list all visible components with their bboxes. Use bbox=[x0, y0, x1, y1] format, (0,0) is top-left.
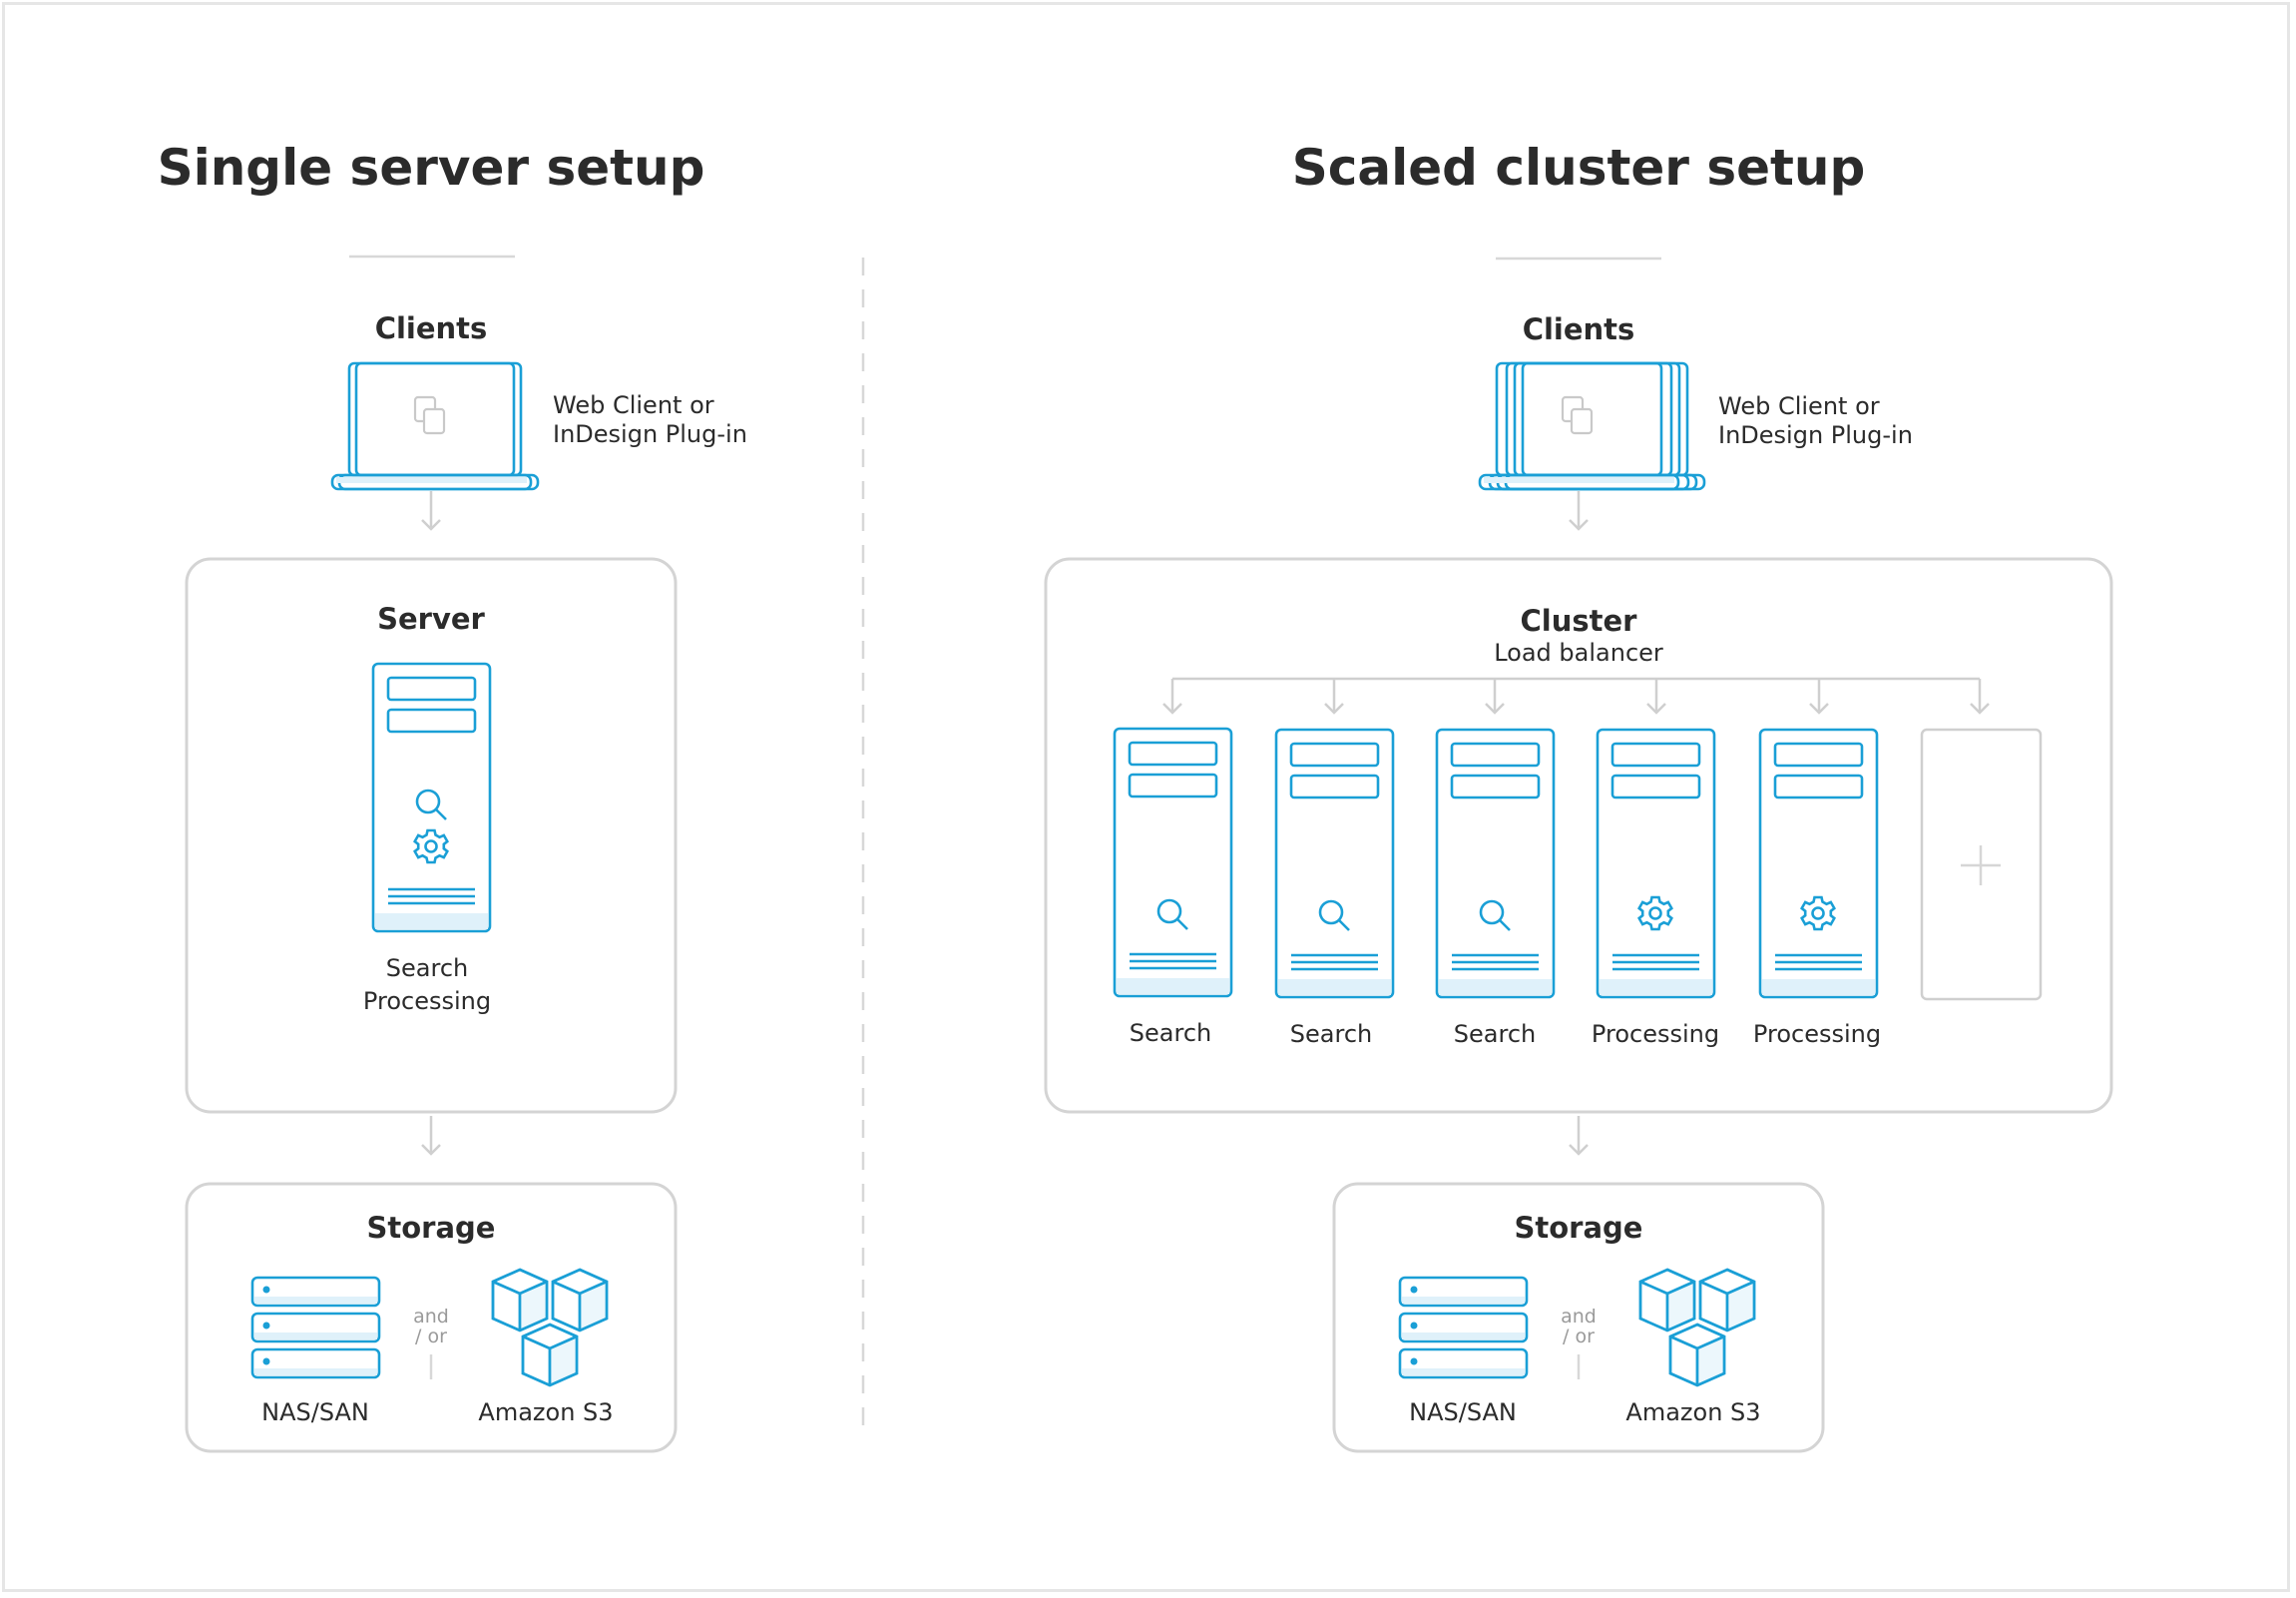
server-tower-icon bbox=[1758, 728, 1879, 999]
cluster-node: Processing bbox=[1753, 728, 1881, 1048]
gear-icon bbox=[1800, 895, 1836, 931]
server-box bbox=[185, 557, 678, 1114]
section-title: Single server setup bbox=[158, 139, 705, 197]
cluster-node: Processing bbox=[1592, 728, 1719, 1048]
storage-heading: Storage bbox=[367, 1211, 496, 1245]
plus-icon bbox=[1961, 845, 2001, 885]
server-tower-icon bbox=[371, 662, 492, 933]
server-tower-icon bbox=[1274, 728, 1395, 999]
nas-san-icon bbox=[250, 1276, 381, 1379]
gear-icon bbox=[1637, 895, 1673, 931]
cluster-node: Search bbox=[1435, 728, 1556, 1048]
clients-description-line2: InDesign Plug-in bbox=[1718, 421, 1913, 449]
and-or-label-2: / or bbox=[415, 1326, 447, 1347]
storage-box bbox=[1332, 1182, 1825, 1453]
cluster-box bbox=[1044, 557, 2113, 1114]
amazon-s3-icon bbox=[1638, 1268, 1756, 1387]
arrow-down-icon bbox=[420, 491, 442, 531]
and-or-label-2: / or bbox=[1563, 1326, 1595, 1347]
laptop-icon bbox=[330, 361, 540, 491]
clients-description-line2: InDesign Plug-in bbox=[553, 420, 747, 448]
nas-san-label: NAS/SAN bbox=[1409, 1398, 1517, 1426]
amazon-s3-label: Amazon S3 bbox=[1625, 1398, 1760, 1426]
arrow-down-icon bbox=[420, 1116, 442, 1156]
amazon-s3-icon bbox=[491, 1268, 609, 1387]
nas-san-label: NAS/SAN bbox=[261, 1398, 369, 1426]
section-title: Scaled cluster setup bbox=[1292, 139, 1866, 197]
node-label: Processing bbox=[1592, 1020, 1719, 1048]
clients-heading: Clients bbox=[1523, 312, 1635, 346]
nas-san-icon bbox=[1398, 1276, 1529, 1379]
scaled-cluster-section: Scaled cluster setup Clients Web Client … bbox=[1044, 139, 2113, 1453]
and-or-label-1: and bbox=[1561, 1306, 1597, 1328]
load-balancer-connector bbox=[1161, 677, 1991, 715]
node-label: Processing bbox=[1753, 1020, 1881, 1048]
node-label: Search bbox=[1290, 1020, 1372, 1048]
server-heading: Server bbox=[377, 602, 485, 636]
clients-description-line1: Web Client or bbox=[1718, 392, 1880, 420]
search-icon bbox=[1318, 899, 1351, 932]
search-icon bbox=[1479, 899, 1512, 932]
server-role-processing: Processing bbox=[363, 987, 491, 1015]
storage-box bbox=[185, 1182, 678, 1453]
search-icon bbox=[415, 789, 448, 821]
server-tower-icon bbox=[1113, 727, 1233, 998]
arrow-down-icon bbox=[1568, 1116, 1590, 1156]
server-tower-icon bbox=[1435, 728, 1556, 999]
gear-icon bbox=[413, 828, 449, 864]
server-role-search: Search bbox=[386, 954, 468, 982]
add-node-placeholder bbox=[1920, 728, 2043, 1001]
cluster-heading: Cluster bbox=[1521, 604, 1638, 638]
node-label: Search bbox=[1454, 1020, 1536, 1048]
and-or-label-1: and bbox=[413, 1306, 449, 1328]
single-server-section: Single server setup Clients Web Client o… bbox=[158, 139, 747, 1453]
arrow-down-icon bbox=[1568, 491, 1590, 531]
node-label: Search bbox=[1130, 1019, 1211, 1047]
clients-heading: Clients bbox=[375, 311, 488, 345]
laptop-stack-icon bbox=[1478, 361, 1706, 491]
server-tower-icon bbox=[1596, 728, 1716, 999]
load-balancer-label: Load balancer bbox=[1494, 639, 1663, 667]
clients-description-line1: Web Client or bbox=[553, 391, 714, 419]
amazon-s3-label: Amazon S3 bbox=[478, 1398, 613, 1426]
cluster-node: Search bbox=[1274, 728, 1395, 1048]
cluster-node: Search bbox=[1113, 727, 1233, 1047]
storage-heading: Storage bbox=[1515, 1211, 1643, 1245]
search-icon bbox=[1156, 898, 1189, 931]
